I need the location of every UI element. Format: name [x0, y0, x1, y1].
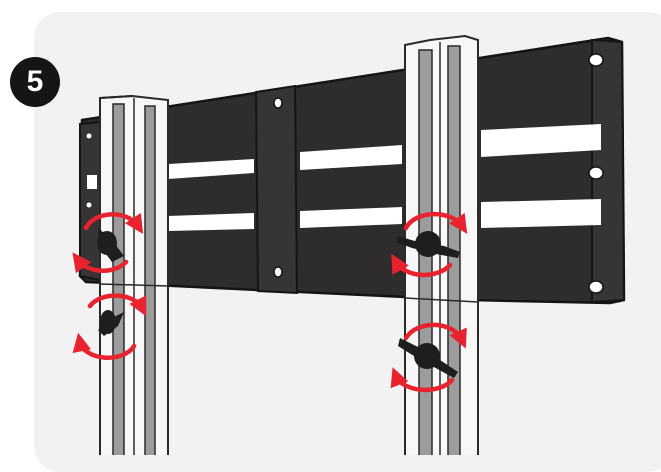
step-number-badge: 5	[10, 57, 60, 107]
mounting-bracket-illustration	[0, 0, 661, 455]
upright-left	[100, 96, 168, 455]
